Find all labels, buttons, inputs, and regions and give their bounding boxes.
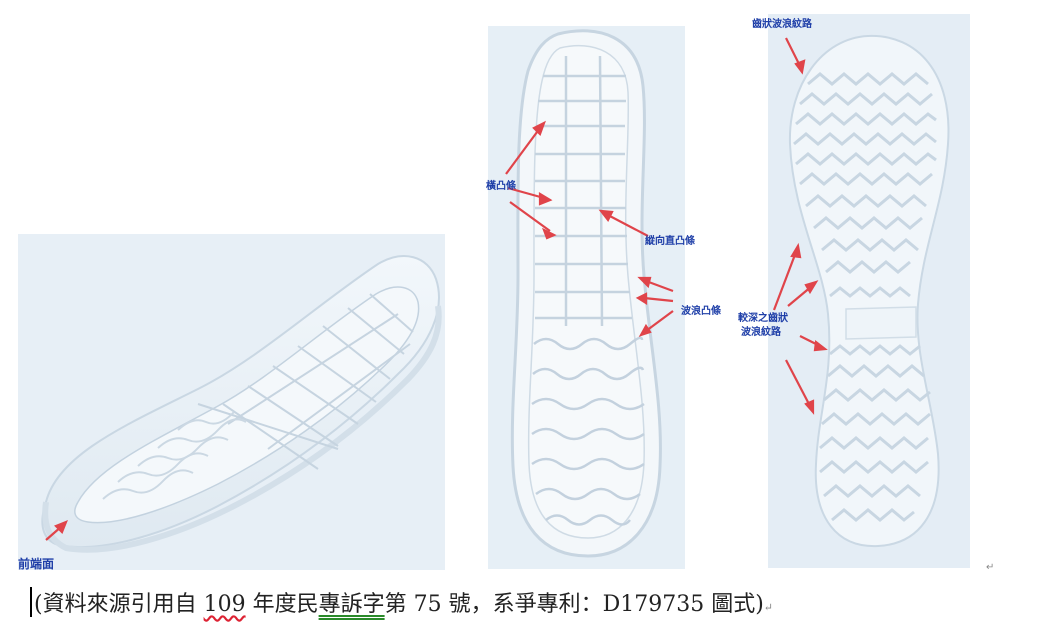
rib-arrows bbox=[505, 120, 674, 337]
label-deep-zigzag-line2: 波浪紋路 bbox=[741, 327, 781, 338]
sole-tread-pattern-drawing bbox=[768, 14, 970, 568]
paragraph-mark-top: ↵ bbox=[986, 562, 995, 573]
label-wave-rib: 波浪凸條 bbox=[681, 306, 721, 317]
front-face-arrow bbox=[45, 520, 68, 541]
sole-bottom-ribs-image bbox=[488, 26, 685, 569]
sole-tread-pattern-image bbox=[768, 14, 970, 568]
tread-arrows bbox=[772, 37, 828, 415]
label-zigzag-pattern: 齒狀波浪紋路 bbox=[752, 19, 812, 30]
source-caption: (資料來源引用自 109 年度民專訴字第 75 號，系爭專利：D179735 圖… bbox=[30, 585, 1040, 625]
label-transverse-rib: 橫凸條 bbox=[486, 181, 516, 192]
sole-bottom-ribs-drawing bbox=[488, 26, 685, 569]
label-deep-zigzag-line1: 較深之齒狀 bbox=[738, 313, 788, 324]
caption-year: 109 bbox=[203, 592, 246, 617]
sole-perspective-image bbox=[18, 234, 445, 570]
caption-part2: 年度民 bbox=[245, 592, 319, 617]
text-cursor bbox=[30, 587, 32, 617]
caption-case: 專訴字 bbox=[318, 592, 385, 617]
sole-perspective-drawing bbox=[18, 234, 445, 570]
label-longitudinal-rib: 縱向直凸條 bbox=[645, 236, 695, 247]
paragraph-mark: ↵ bbox=[763, 601, 774, 614]
caption-open-paren: ( bbox=[34, 592, 43, 617]
label-front-face: 前端面 bbox=[18, 557, 55, 571]
caption-part3: 第 75 號，系爭專利：D179735 圖式) bbox=[384, 592, 764, 617]
caption-part1: 資料來源引用自 bbox=[42, 592, 204, 617]
